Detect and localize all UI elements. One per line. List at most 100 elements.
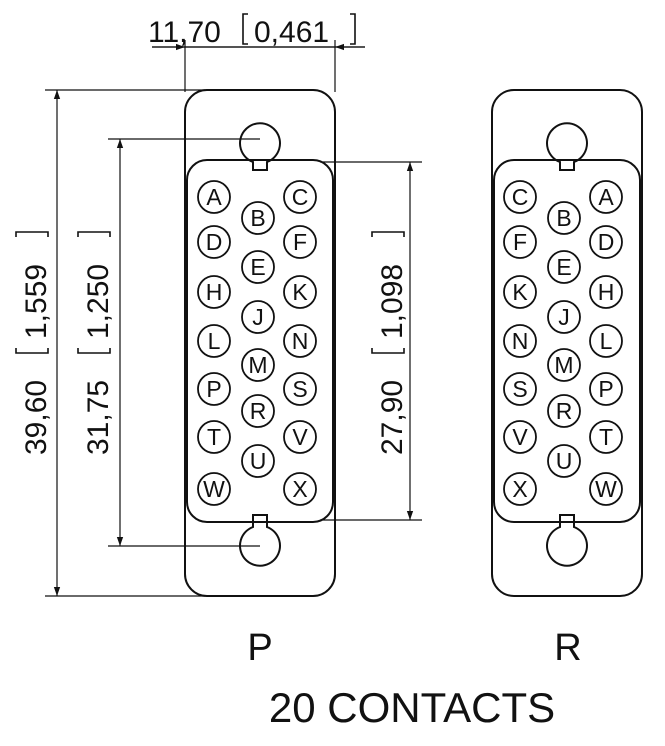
contact-pin-label: C [512,184,529,210]
contact-pin-label: E [250,254,265,280]
overall-height-bracket-open [15,348,49,354]
contact-pin-label: W [203,476,225,502]
contact-pin [589,472,623,506]
contact-pin-label: F [513,229,527,255]
view-label-r: R [554,627,581,669]
insert-height-dimension [320,161,422,521]
contact-pin-label: S [292,376,307,402]
overall-height-dimension [45,89,205,597]
insert-height-bracket-open [371,348,405,354]
contact-pin [589,324,623,358]
hole-spacing-dimension [108,138,260,547]
contact-pin [589,180,623,214]
connector-r-insert [493,159,641,523]
insert-height-imperial: 1,098 [376,264,409,339]
contact-pin [547,348,581,382]
contact-pin-label: M [554,352,573,378]
contact-pin [503,472,537,506]
contact-pin [503,324,537,358]
contact-pin [283,225,317,259]
contact-pin [241,348,275,382]
contact-pin-label: T [207,424,221,450]
contact-pin-label: L [600,328,613,354]
width-bracket-open [242,13,248,45]
contact-pin [589,372,623,406]
contact-pin-label: W [595,476,617,502]
contact-pin-label: M [248,352,267,378]
contact-pin-label: N [292,328,309,354]
contact-pin-label: S [512,376,527,402]
contact-pin-label: B [250,205,265,231]
connector-p-flange [184,89,336,597]
contact-pin [547,201,581,235]
contact-pin [197,372,231,406]
contact-pin-label: J [252,304,264,330]
hole-spacing-bracket-close [77,231,111,237]
hole-spacing-imperial: 1,250 [82,264,115,339]
contact-pin [197,472,231,506]
width-dimension-label: 11,70 0,461 [148,13,356,49]
width-imperial: 0,461 [254,16,329,49]
contact-pin [547,300,581,334]
contact-pin-label: V [292,424,308,450]
contact-pin-label: D [206,229,223,255]
contact-pin-label: L [208,328,221,354]
contact-pin [197,225,231,259]
contact-pin-label: U [250,448,267,474]
hole-spacing-metric: 31,75 [82,380,115,455]
width-metric: 11,70 [148,16,221,49]
connector-r-bottom-mount-hole [546,514,588,567]
contact-pin [589,420,623,454]
insert-height-metric: 27,90 [376,380,409,455]
insert-height-bracket-close [371,231,405,237]
connector-r [491,89,643,597]
connector-p [184,89,336,597]
contact-pin [197,275,231,309]
hole-spacing-bracket-open [77,348,111,354]
overall-height-label: 39,60 1,559 [15,231,53,455]
connector-r-top-mount-hole [546,122,588,171]
contact-pin [283,472,317,506]
contact-pin-label: X [512,476,527,502]
contact-pin [283,420,317,454]
contact-pin [241,394,275,428]
contact-pin [197,180,231,214]
overall-height-metric: 39,60 [20,380,53,455]
contact-pin-label: P [598,376,613,402]
contact-pin [547,250,581,284]
contact-pin-label: P [206,376,221,402]
connector-p-insert [186,159,334,523]
contact-pin [241,444,275,478]
contact-pin [283,372,317,406]
overall-height-imperial: 1,559 [20,264,53,339]
contact-pin [283,180,317,214]
contact-pin-label: K [292,279,308,305]
contact-pin [547,394,581,428]
contact-pin-label: D [598,229,615,255]
contact-pin [283,324,317,358]
contact-pin [241,201,275,235]
view-label-p: P [247,627,272,669]
contact-pin [283,275,317,309]
contact-pin-label: H [598,279,615,305]
contact-pin [503,180,537,214]
contact-pin-label: E [556,254,571,280]
contact-pin-label: K [512,279,528,305]
width-dimension [152,40,365,92]
contact-pin-label: F [293,229,307,255]
contact-pin-label: C [292,184,309,210]
contact-pin [503,225,537,259]
contact-pin-label: V [512,424,528,450]
contact-pin [241,250,275,284]
insert-height-label: 27,90 1,098 [371,231,409,455]
contact-pin-label: H [206,279,223,305]
contact-pin-label: A [598,184,614,210]
width-bracket-close [350,13,356,45]
contact-pin [241,300,275,334]
contact-pin-label: A [206,184,222,210]
connector-p-top-mount-hole [239,122,281,171]
contact-pin [589,275,623,309]
